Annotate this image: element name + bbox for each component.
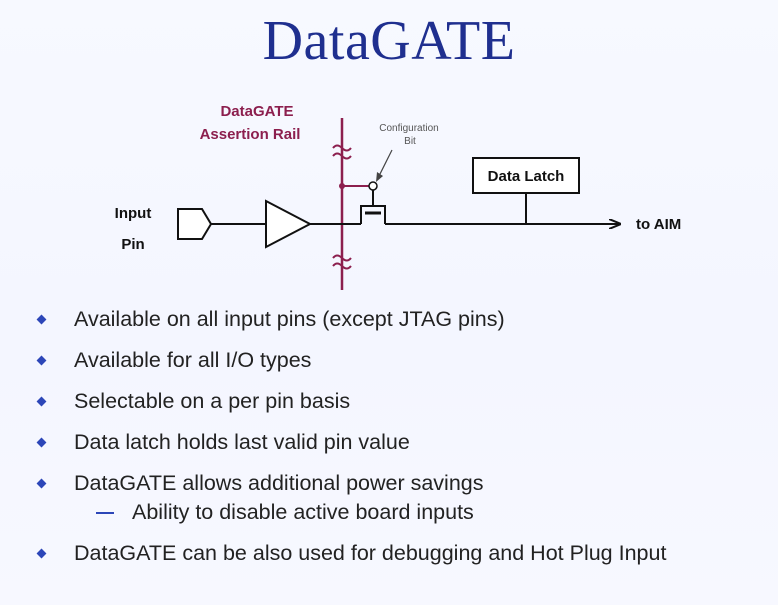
output-label: to AIM <box>636 216 681 233</box>
bullet-marker-icon <box>36 548 47 559</box>
bullet-item: Available for all I/O types <box>36 347 778 374</box>
sub-bullet-item: Ability to disable active board inputs <box>74 499 778 526</box>
bullet-marker-icon <box>36 478 47 489</box>
bullet-text: Selectable on a per pin basis <box>74 389 351 413</box>
rail-junction-dot <box>339 183 345 189</box>
input-label-line1: Input <box>115 205 152 222</box>
config-label-line1: Configuration <box>379 123 438 134</box>
sub-bullet-text: Ability to disable active board inputs <box>132 500 474 524</box>
pass-gate <box>360 205 386 224</box>
bullet-marker-icon <box>36 437 47 448</box>
bullet-item: Selectable on a per pin basis <box>36 388 778 415</box>
rail-break-top <box>332 144 352 160</box>
data-latch-label: Data Latch <box>488 168 565 185</box>
slide-title: DataGATE <box>262 10 516 72</box>
bullet-list: Available on all input pins (except JTAG… <box>36 306 778 581</box>
bullet-item: Data latch holds last valid pin value <box>36 429 778 456</box>
bullet-item: DataGATE allows additional power savings… <box>36 470 778 526</box>
rail-label-line1: DataGATE <box>220 103 293 120</box>
bullet-text: DataGATE can be also used for debugging … <box>74 541 667 565</box>
dash-marker-icon <box>96 512 114 514</box>
buffer-symbol <box>265 199 313 249</box>
bullet-marker-icon <box>36 396 47 407</box>
input-pin-connector <box>177 208 213 240</box>
bullet-marker-icon <box>36 355 47 366</box>
config-label-line2: Bit <box>404 136 416 147</box>
config-bit-circle <box>368 181 378 191</box>
bullet-text: Data latch holds last valid pin value <box>74 430 410 454</box>
rail-label-line2: Assertion Rail <box>200 126 301 143</box>
bullet-marker-icon <box>36 314 47 325</box>
bullet-text: DataGATE allows additional power savings <box>74 471 484 495</box>
datagate-diagram: DataGATE Assertion Rail Configuration Bi… <box>115 103 681 290</box>
bullet-item: Available on all input pins (except JTAG… <box>36 306 778 333</box>
config-pointer-head <box>376 172 383 182</box>
input-label-line2: Pin <box>121 236 144 253</box>
bullet-text: Available for all I/O types <box>74 348 312 372</box>
rail-break-bottom <box>332 254 352 270</box>
config-pointer <box>377 149 393 179</box>
bullet-text: Available on all input pins (except JTAG… <box>74 307 505 331</box>
bullet-item: DataGATE can be also used for debugging … <box>36 540 778 567</box>
